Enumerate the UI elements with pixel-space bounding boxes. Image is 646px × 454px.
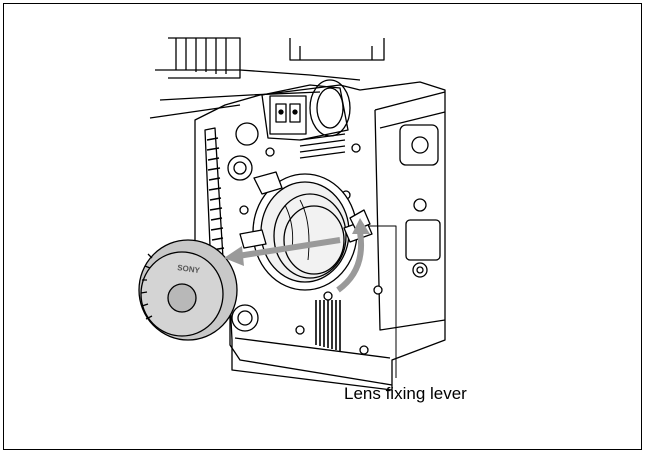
round-button <box>231 304 259 332</box>
viewfinder-connector <box>261 79 351 159</box>
rotate-lever-arrow <box>336 218 370 293</box>
lower-vent <box>315 300 341 351</box>
round-button <box>235 122 259 146</box>
body-cap <box>138 239 238 341</box>
round-connector <box>227 155 253 181</box>
cap-logo: SONY <box>177 263 201 275</box>
lens-mount <box>239 171 358 291</box>
top-handle <box>149 37 385 119</box>
callout-label: Lens fixing lever <box>344 384 467 403</box>
callout-leader-line <box>368 225 397 378</box>
remove-cap-arrow <box>224 237 341 266</box>
